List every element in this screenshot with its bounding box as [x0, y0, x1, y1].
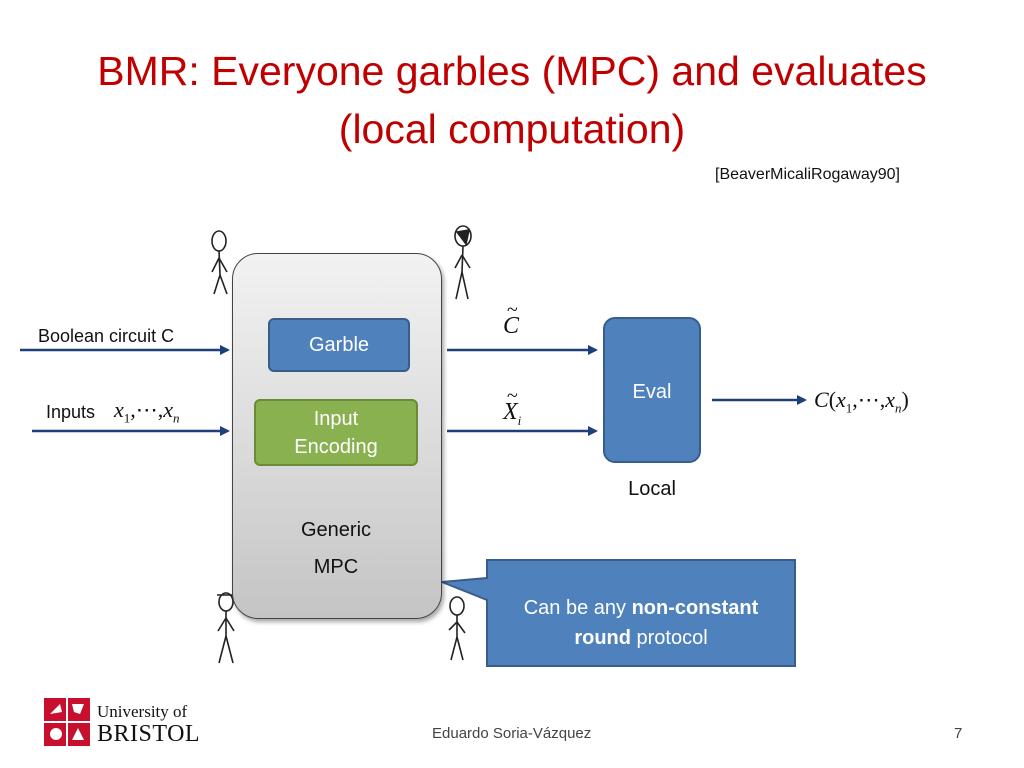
generic-mpc-label: Generic MPC [232, 512, 440, 586]
bristol-crest-icon [44, 698, 90, 746]
generic-label: Generic [300, 519, 372, 541]
local-label: Local [628, 478, 676, 500]
university-name: University of BRISTOL [97, 702, 201, 748]
x-tilde-label: ~ Xi [503, 385, 522, 428]
eval-label: Eval [632, 381, 672, 403]
page-number: 7 [954, 725, 963, 742]
tilde-mark: ~ [507, 385, 518, 407]
footer-author: Eduardo Soria-Vázquez [432, 725, 592, 742]
garble-label: Garble [308, 333, 370, 356]
university-line-1: University of [97, 702, 188, 721]
slide-title: BMR: Everyone garbles (MPC) and evaluate… [40, 42, 984, 158]
callout-text: Can be any non-constant round protocol [523, 597, 759, 649]
stick-figure-bottom-left-icon [217, 592, 235, 664]
title-line-1: BMR: Everyone garbles (MPC) and evaluate… [97, 48, 927, 94]
stick-figure-bottom-right-icon [448, 596, 466, 661]
inputs-math: x1,⋯,xn [114, 397, 180, 426]
c-tilde-label: ~ C [503, 299, 520, 339]
stick-figure-top-right-icon [454, 225, 472, 300]
output-math: C(x1,⋯,xn) [814, 387, 909, 416]
university-line-2: BRISTOL [97, 721, 201, 747]
callout-shape [441, 559, 796, 667]
inputs-label: Inputs [46, 402, 96, 422]
input-encoding-box: Input Encoding [254, 399, 418, 466]
eval-box: Eval [603, 317, 701, 463]
citation: [BeaverMicaliRogaway90] [715, 166, 900, 183]
boolean-circuit-label: Boolean circuit C [38, 326, 175, 346]
title-line-2: (local computation) [338, 106, 686, 152]
input-encoding-line-2: Encoding [294, 435, 378, 458]
tilde-mark: ~ [507, 299, 518, 321]
input-encoding-line-1: Input [313, 407, 359, 430]
garble-box: Garble [268, 318, 410, 372]
mpc-label: MPC [313, 556, 359, 578]
stick-figure-top-left-icon [211, 230, 228, 295]
